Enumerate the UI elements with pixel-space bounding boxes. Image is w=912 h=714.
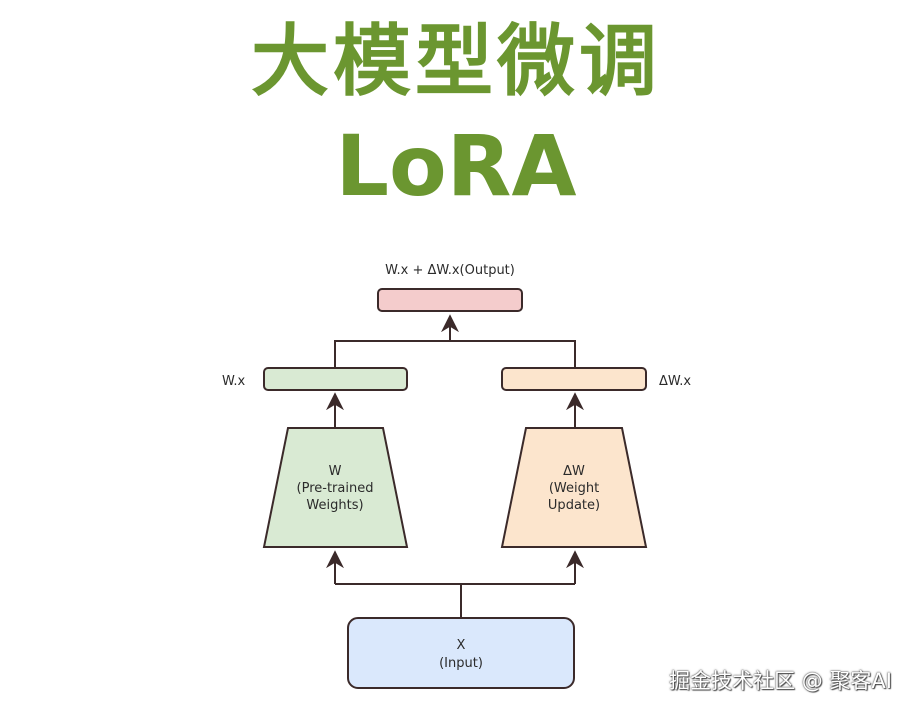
dw-block-line2: (Weight xyxy=(549,481,599,496)
w-block-line3: Weights) xyxy=(306,498,363,513)
page-subtitle: LoRA xyxy=(335,117,577,215)
input-title: X xyxy=(457,638,466,653)
output-label: W.x + ΔW.x(Output) xyxy=(385,263,515,278)
dw-block-title: ΔW xyxy=(563,464,585,479)
page-title: 大模型微调 xyxy=(250,17,661,107)
dw-block-line3: Update) xyxy=(548,498,600,513)
wx-label: W.x xyxy=(222,374,245,389)
output-box xyxy=(377,288,523,312)
connector-lines xyxy=(326,314,584,618)
weight-update-block xyxy=(500,427,648,548)
input-subtitle: (Input) xyxy=(439,656,483,671)
watermark: 掘金技术社区 @ 聚客AI xyxy=(669,669,892,693)
wx-box xyxy=(263,367,408,391)
dwx-box xyxy=(501,367,647,391)
join-line xyxy=(334,340,576,368)
w-block-title: W xyxy=(329,464,342,479)
w-block-line2: (Pre-trained xyxy=(297,481,374,496)
dwx-label: ΔW.x xyxy=(659,374,691,389)
pretrained-weights-block xyxy=(262,427,409,548)
input-box xyxy=(347,617,575,689)
